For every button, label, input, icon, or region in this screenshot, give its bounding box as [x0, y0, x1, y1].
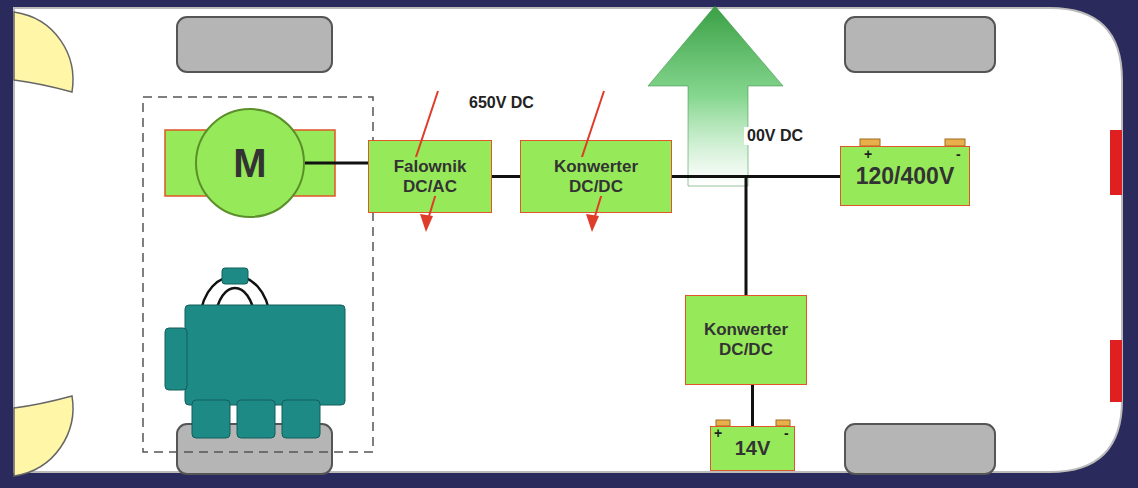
inverter-box: Falownik DC/AC [368, 140, 492, 213]
battery-box: 120/400V [840, 146, 970, 206]
battery-box: 14V [710, 426, 795, 471]
headlight [14, 12, 73, 92]
taillight [1110, 340, 1122, 402]
wire [305, 162, 368, 165]
converter-box: Konwerter DC/DC [520, 140, 672, 213]
voltage-label: 650V DC [466, 94, 537, 112]
node-text: M [231, 140, 268, 186]
wire [672, 177, 746, 296]
node-text: 14V [733, 437, 773, 460]
car-body [14, 8, 1122, 472]
wire [492, 175, 520, 178]
taillight [1110, 130, 1122, 195]
terminal-sign: + [864, 146, 872, 162]
motor-circle: M [195, 108, 305, 218]
wire [751, 385, 754, 426]
battery-terminal [860, 139, 880, 146]
node-text: Konwerter DC/DC [694, 320, 798, 359]
terminal-sign: - [956, 146, 961, 162]
node-text: Falownik DC/AC [377, 157, 483, 196]
headlight [14, 396, 73, 476]
engine-symbol [165, 268, 345, 438]
drive-unit-frame [143, 97, 373, 452]
converter-box: Konwerter DC/DC [685, 295, 807, 385]
terminal-sign: - [784, 425, 789, 441]
spark-head [586, 214, 599, 232]
voltage-label: 00V DC [744, 127, 806, 145]
wheel [845, 17, 995, 72]
node-text: Konwerter DC/DC [529, 157, 663, 196]
node-text: 120/400V [854, 163, 956, 189]
wheel [177, 17, 332, 72]
wheel [845, 424, 995, 474]
battery-terminal [945, 139, 965, 146]
spark-head [420, 214, 433, 232]
terminal-sign: + [714, 425, 722, 441]
